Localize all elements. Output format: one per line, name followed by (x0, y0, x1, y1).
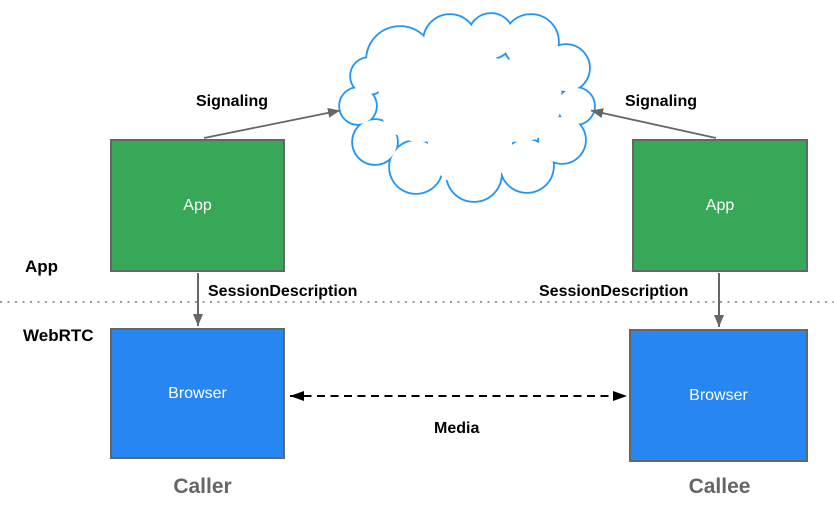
media-label: Media (434, 420, 480, 437)
caller-app-box: App (110, 139, 285, 272)
layer-label-app: App (25, 257, 59, 276)
callee-app-box: App (632, 139, 808, 272)
callee-app-box-label: App (705, 196, 735, 214)
caller-browser-box: Browser (110, 328, 285, 459)
session-description-label-left: SessionDescription (208, 283, 358, 300)
signaling-right-arrow (590, 108, 717, 139)
callee-caption: Callee (688, 475, 751, 498)
caller-browser-box-label: Browser (168, 384, 227, 402)
signaling-label-right: Signaling (625, 93, 697, 110)
signaling-label-left: Signaling (196, 93, 268, 110)
callee-browser-box-label: Browser (689, 386, 748, 404)
callee-browser-box: Browser (629, 329, 808, 462)
caller-caption: Caller (173, 475, 232, 498)
signaling-left-arrow (203, 107, 341, 139)
signaling-cloud (338, 12, 596, 203)
session-description-label-right: SessionDescription (539, 283, 689, 300)
layer-label-webrtc: WebRTC (23, 326, 94, 345)
caller-app-box-label: App (183, 196, 212, 214)
